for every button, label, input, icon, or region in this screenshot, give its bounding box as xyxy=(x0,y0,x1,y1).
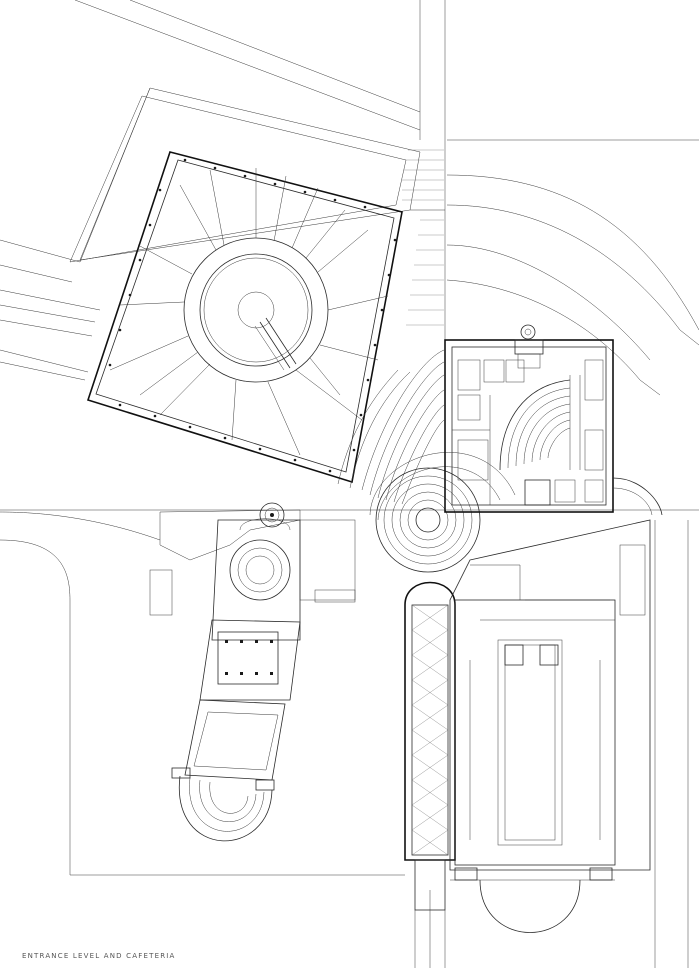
hall-columns xyxy=(225,640,273,675)
drawing-caption: ENTRANCE LEVEL AND CAFETERIA xyxy=(22,952,176,960)
stepped-fan xyxy=(337,149,516,573)
square-pavilion xyxy=(0,87,421,484)
rotunda-spokes xyxy=(109,168,389,456)
long-corridor xyxy=(404,581,456,968)
theatre-block xyxy=(444,324,663,516)
wall-columns xyxy=(108,158,397,473)
entrance-block xyxy=(149,502,356,842)
fan-steps xyxy=(402,149,444,326)
cafeteria-hall xyxy=(449,519,651,933)
corridor-trusses xyxy=(411,604,449,856)
auditorium-seating xyxy=(499,375,581,471)
